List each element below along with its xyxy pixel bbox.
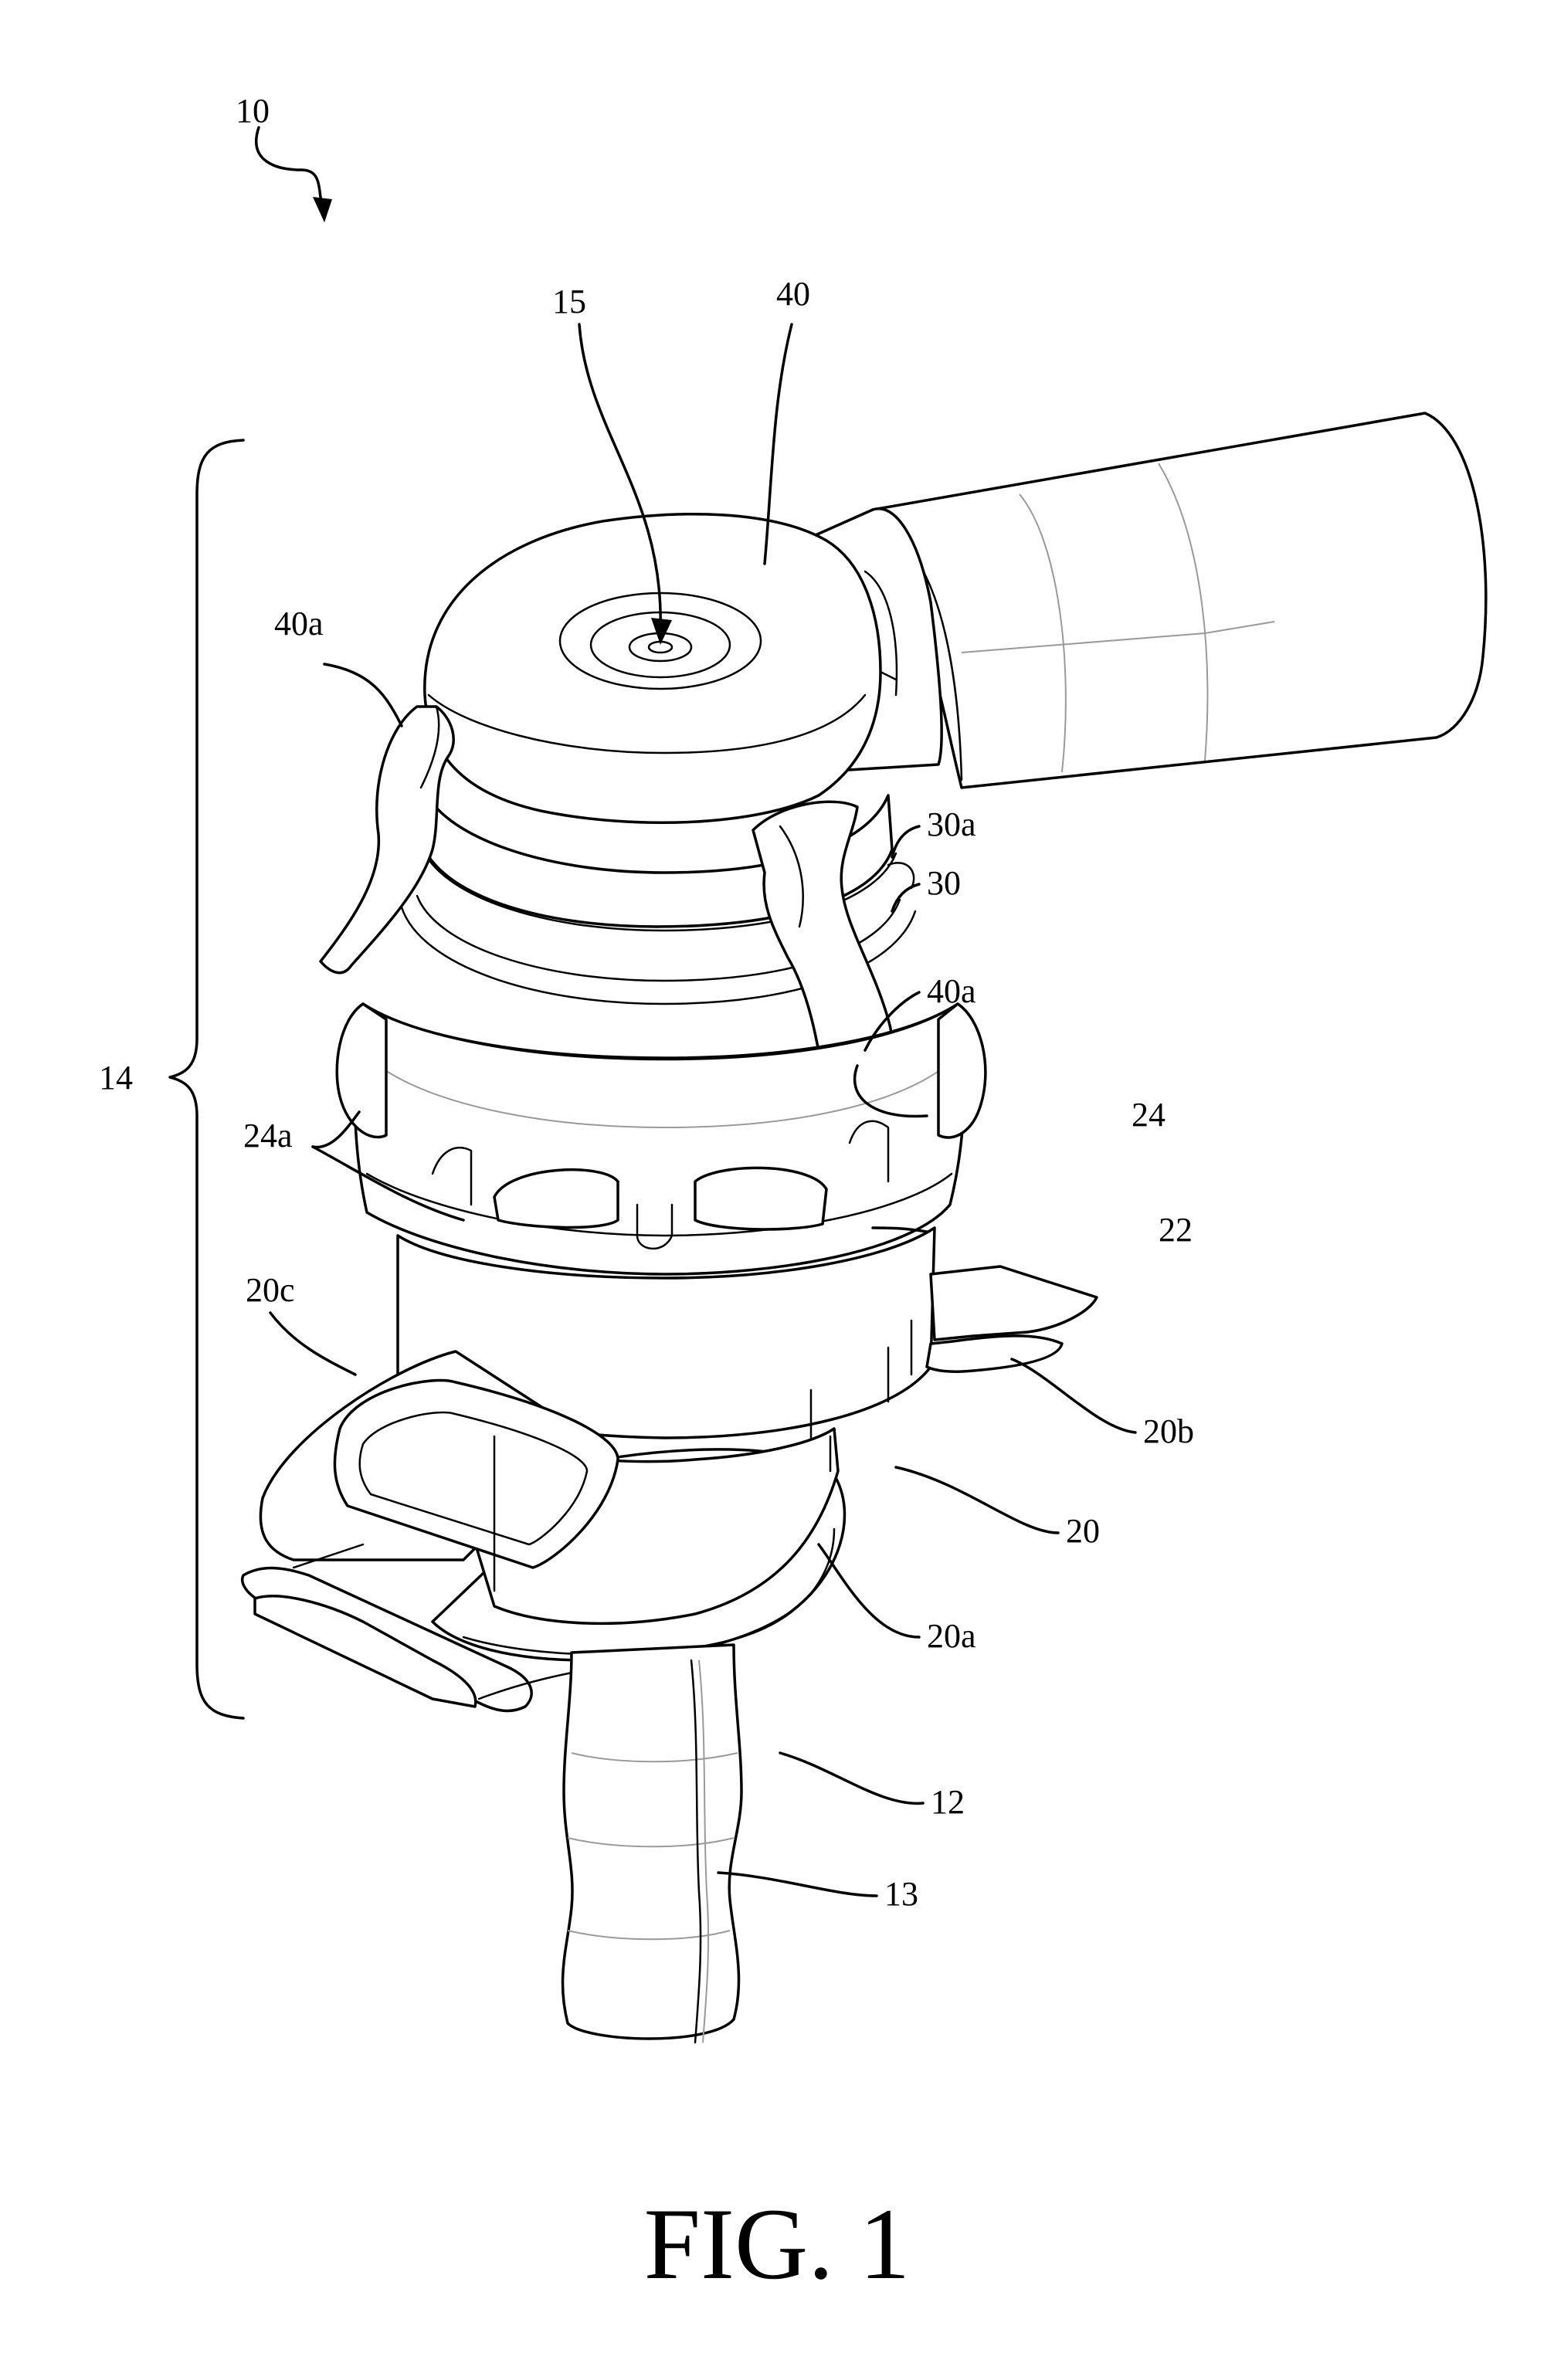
tab-20b: [927, 1266, 1097, 1371]
tube-12: [563, 1645, 741, 2043]
figure-caption: FIG. 1: [644, 2187, 911, 2300]
label-14: 14: [99, 1059, 133, 1097]
label-10: 10: [236, 92, 270, 130]
label-40: 40: [776, 275, 810, 313]
hose-connector: [803, 413, 1486, 788]
latch-arm-left: [321, 707, 453, 973]
bracket-14: [170, 440, 243, 1718]
label-24: 24: [1132, 1096, 1166, 1134]
label-15: 15: [552, 283, 586, 320]
label-13: 13: [884, 1875, 918, 1913]
label-12: 12: [931, 1783, 965, 1821]
label-22: 22: [1159, 1211, 1193, 1249]
label-40a-left: 40a: [274, 605, 324, 642]
cap-40: [425, 514, 897, 823]
label-20b: 20b: [1143, 1412, 1194, 1450]
label-24a: 24a: [243, 1117, 293, 1154]
label-20: 20: [1066, 1512, 1100, 1550]
label-40a-right: 40a: [927, 972, 976, 1010]
label-30: 30: [927, 864, 961, 902]
collar-24: [337, 1004, 986, 1274]
label-20c: 20c: [246, 1271, 295, 1309]
label-30a: 30a: [927, 805, 976, 843]
label-20a: 20a: [927, 1617, 976, 1655]
